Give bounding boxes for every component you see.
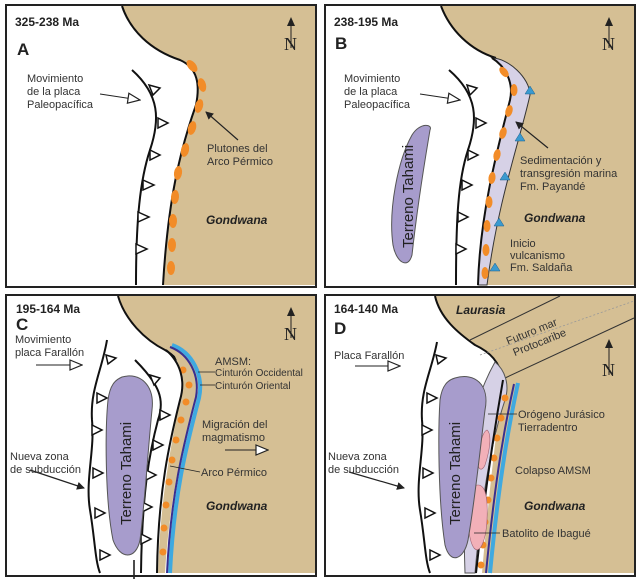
panel-c-permian-arc (159, 366, 193, 556)
panel-b-sediment-pointer (515, 121, 549, 149)
panel-c: 195-164 Ma C Movimiento placa Farallón A… (5, 294, 317, 579)
panel-d-sea-line-north (469, 295, 561, 341)
panel-d-frame (324, 294, 636, 577)
panel-c-age: 195-164 Ma (16, 302, 80, 316)
panel-a-coastline (121, 5, 199, 286)
panel-b-age: 238-195 Ma (334, 15, 398, 29)
panel-b: 238-195 Ma B Movimiento de la placa Pale… (324, 4, 636, 288)
panel-c-belt-oriental (168, 343, 203, 574)
panel-d-laurasia-label: Laurasia (456, 303, 506, 317)
panel-d-trench-teeth (421, 353, 448, 562)
panel-b-gondwana-land (441, 6, 634, 285)
panel-d-belt-occidental (485, 383, 515, 574)
panel-d-batholith-label: Batolito de Ibagué (502, 528, 591, 540)
panel-c-north-arrow: N (284, 307, 297, 344)
panel-d-sea-axis (479, 300, 635, 356)
panel-c-new-subduction-label: Nueva zona de subducción (10, 451, 81, 476)
panel-c-plate-motion-label: Movimiento placa Farallón (15, 334, 84, 359)
panel-b-trench-teeth (455, 83, 488, 256)
panel-d-letter: D (334, 319, 346, 338)
panel-b-north-arrow: N (602, 17, 615, 54)
panel-a-letter: A (17, 40, 29, 59)
panel-d-collapse-label: Colapso AMSM (515, 465, 591, 477)
panel-b-tahami-terrane (391, 124, 431, 264)
panel-d-gondwana-label: Gondwana (524, 499, 586, 513)
panel-d-tahami-terrane (438, 376, 487, 558)
panel-c-belt-occidental (166, 346, 198, 574)
panel-a-trench-teeth (135, 83, 170, 256)
panel-b-plate-motion-label: Movimiento de la placa Paleopacífica (344, 73, 411, 111)
panel-c-gondwana-label: Gondwana (206, 499, 268, 513)
panel-b-transgression-markers (489, 85, 536, 272)
panel-c-arc-label: Arco Pérmico (201, 467, 267, 479)
panel-a-frame (5, 4, 317, 288)
panel-b-coastline (440, 5, 497, 59)
panel-a-age: 325-238 Ma (15, 15, 79, 29)
panel-c-tahami-terrane (105, 375, 153, 556)
panel-b-letter: B (335, 34, 347, 53)
panel-c-migration-label: Migración del magmatismo (202, 419, 270, 444)
panel-c-amsm-label: AMSM: (215, 356, 251, 368)
north-icon: N (284, 324, 297, 344)
panel-a-plate-motion-label: Movimiento de la placa Paleopacífica (27, 73, 94, 111)
panel-c-frame (5, 294, 317, 577)
panel-a-plutons (167, 60, 207, 275)
panel-d-land (435, 296, 634, 573)
panel-a: 325-238 Ma A Movimiento de la placa Pale… (5, 4, 317, 288)
panel-b-frame (324, 4, 636, 288)
panel-d-new-subduction-label: Nueva zona de subducción (328, 451, 399, 476)
panel-c-arc-leader (169, 465, 201, 473)
panel-c-letter: C (16, 315, 28, 334)
panel-c-tahami-label: Terreno Tahami (118, 422, 135, 525)
panel-a-plate-motion-arrow (99, 94, 140, 100)
panel-d-tahami-label: Terreno Tahami (447, 422, 464, 525)
north-icon: N (284, 34, 297, 54)
panel-c-new-trench (87, 339, 108, 574)
north-icon: N (602, 34, 615, 54)
panel-a-plutons-label: Plutones del Arco Pérmico (207, 143, 273, 168)
panel-d-north-arrow: N (602, 339, 615, 380)
panel-d-plate-motion-label: Placa Farallón (334, 350, 404, 362)
panel-c-gondwana-land (118, 296, 315, 573)
panel-a-gondwana-label: Gondwana (206, 213, 268, 227)
panel-c-belt-west-label: Cinturón Occidental (215, 368, 303, 379)
panel-c-belt-east-label: Cinturón Oriental (215, 381, 291, 392)
panel-d-orogen-label: Orógeno Jurásico Tierradentro (518, 409, 608, 434)
panel-b-volcanism-label: Inicio vulcanismo Fm. Saldaña (510, 238, 573, 274)
panel-d-subduction-pointer (348, 471, 405, 490)
panel-c-new-trench-teeth (91, 353, 118, 562)
panel-b-gondwana-label: Gondwana (524, 211, 586, 225)
panel-b-plate-motion-arrow (419, 94, 460, 100)
panel-c-subduction-pointer (29, 469, 85, 490)
panel-b-sedimentation-label: Sedimentación y transgresión marina Fm. … (520, 155, 620, 193)
panel-d-belt-oriental (488, 382, 520, 574)
panel-c-old-trench-teeth (140, 373, 172, 546)
north-icon: N (602, 360, 615, 380)
panel-d: 164-140 Ma D Laurasia Futuro mar Protoca… (324, 294, 636, 577)
panel-a-pluton-pointer (205, 111, 239, 141)
panel-d-sea-line-south (504, 317, 635, 379)
panel-b-plutons (481, 66, 518, 279)
panel-a-north-arrow: N (284, 17, 297, 54)
panel-b-tahami-label: Terreno Tahami (400, 145, 417, 248)
panel-d-age: 164-140 Ma (334, 302, 398, 316)
panel-c-inner-coast (156, 349, 184, 574)
panel-d-trench (417, 341, 438, 574)
